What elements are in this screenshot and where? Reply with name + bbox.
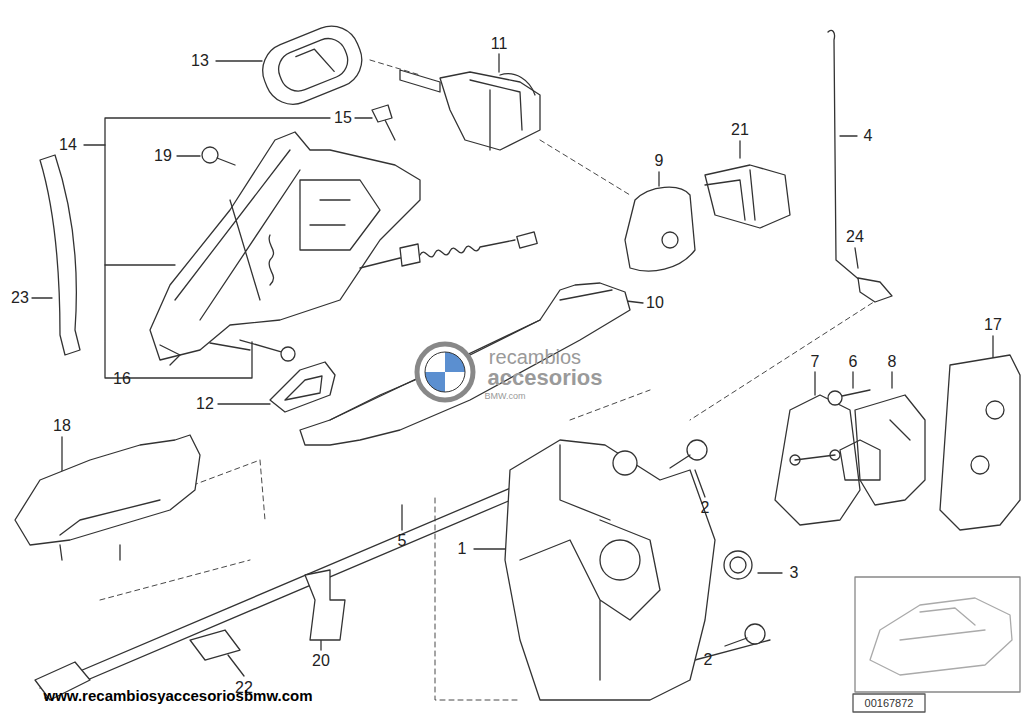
callout-number: 5 bbox=[398, 533, 407, 549]
callout-number: 1 bbox=[458, 541, 467, 557]
callout-number: 9 bbox=[655, 153, 664, 169]
callout-number: 16 bbox=[113, 371, 131, 387]
watermark-text: accesorios bbox=[488, 367, 603, 389]
diagram-code: 00167872 bbox=[865, 698, 914, 709]
callout-number: 15 bbox=[334, 110, 352, 126]
callout-number: 23 bbox=[11, 290, 29, 306]
callout-number: 7 bbox=[811, 354, 820, 370]
callout-number: 14 bbox=[59, 137, 77, 153]
callout-number: 6 bbox=[849, 354, 858, 370]
callout-number: 24 bbox=[846, 229, 864, 245]
callout-number: 8 bbox=[888, 354, 897, 370]
callout-number: 12 bbox=[196, 396, 214, 412]
callout-number: 21 bbox=[731, 122, 749, 138]
callout-number: 3 bbox=[790, 565, 799, 581]
callout-number: 19 bbox=[154, 148, 172, 164]
watermark-text: BMW.com bbox=[484, 392, 525, 401]
callout-number: 18 bbox=[53, 418, 71, 434]
callout-number: 13 bbox=[191, 53, 209, 69]
website-url: www.recambiosyaccesoriosbmw.com bbox=[44, 688, 313, 703]
callout-number: 20 bbox=[312, 653, 330, 669]
callout-number: 2 bbox=[704, 652, 713, 668]
callout-number: 17 bbox=[984, 317, 1002, 333]
callout-number: 10 bbox=[646, 295, 664, 311]
callout-number: 4 bbox=[864, 128, 873, 144]
callout-number: 2 bbox=[701, 500, 710, 516]
watermark-logo bbox=[417, 344, 473, 400]
watermark-text: recambios bbox=[489, 347, 581, 367]
callout-number: 11 bbox=[491, 36, 508, 52]
